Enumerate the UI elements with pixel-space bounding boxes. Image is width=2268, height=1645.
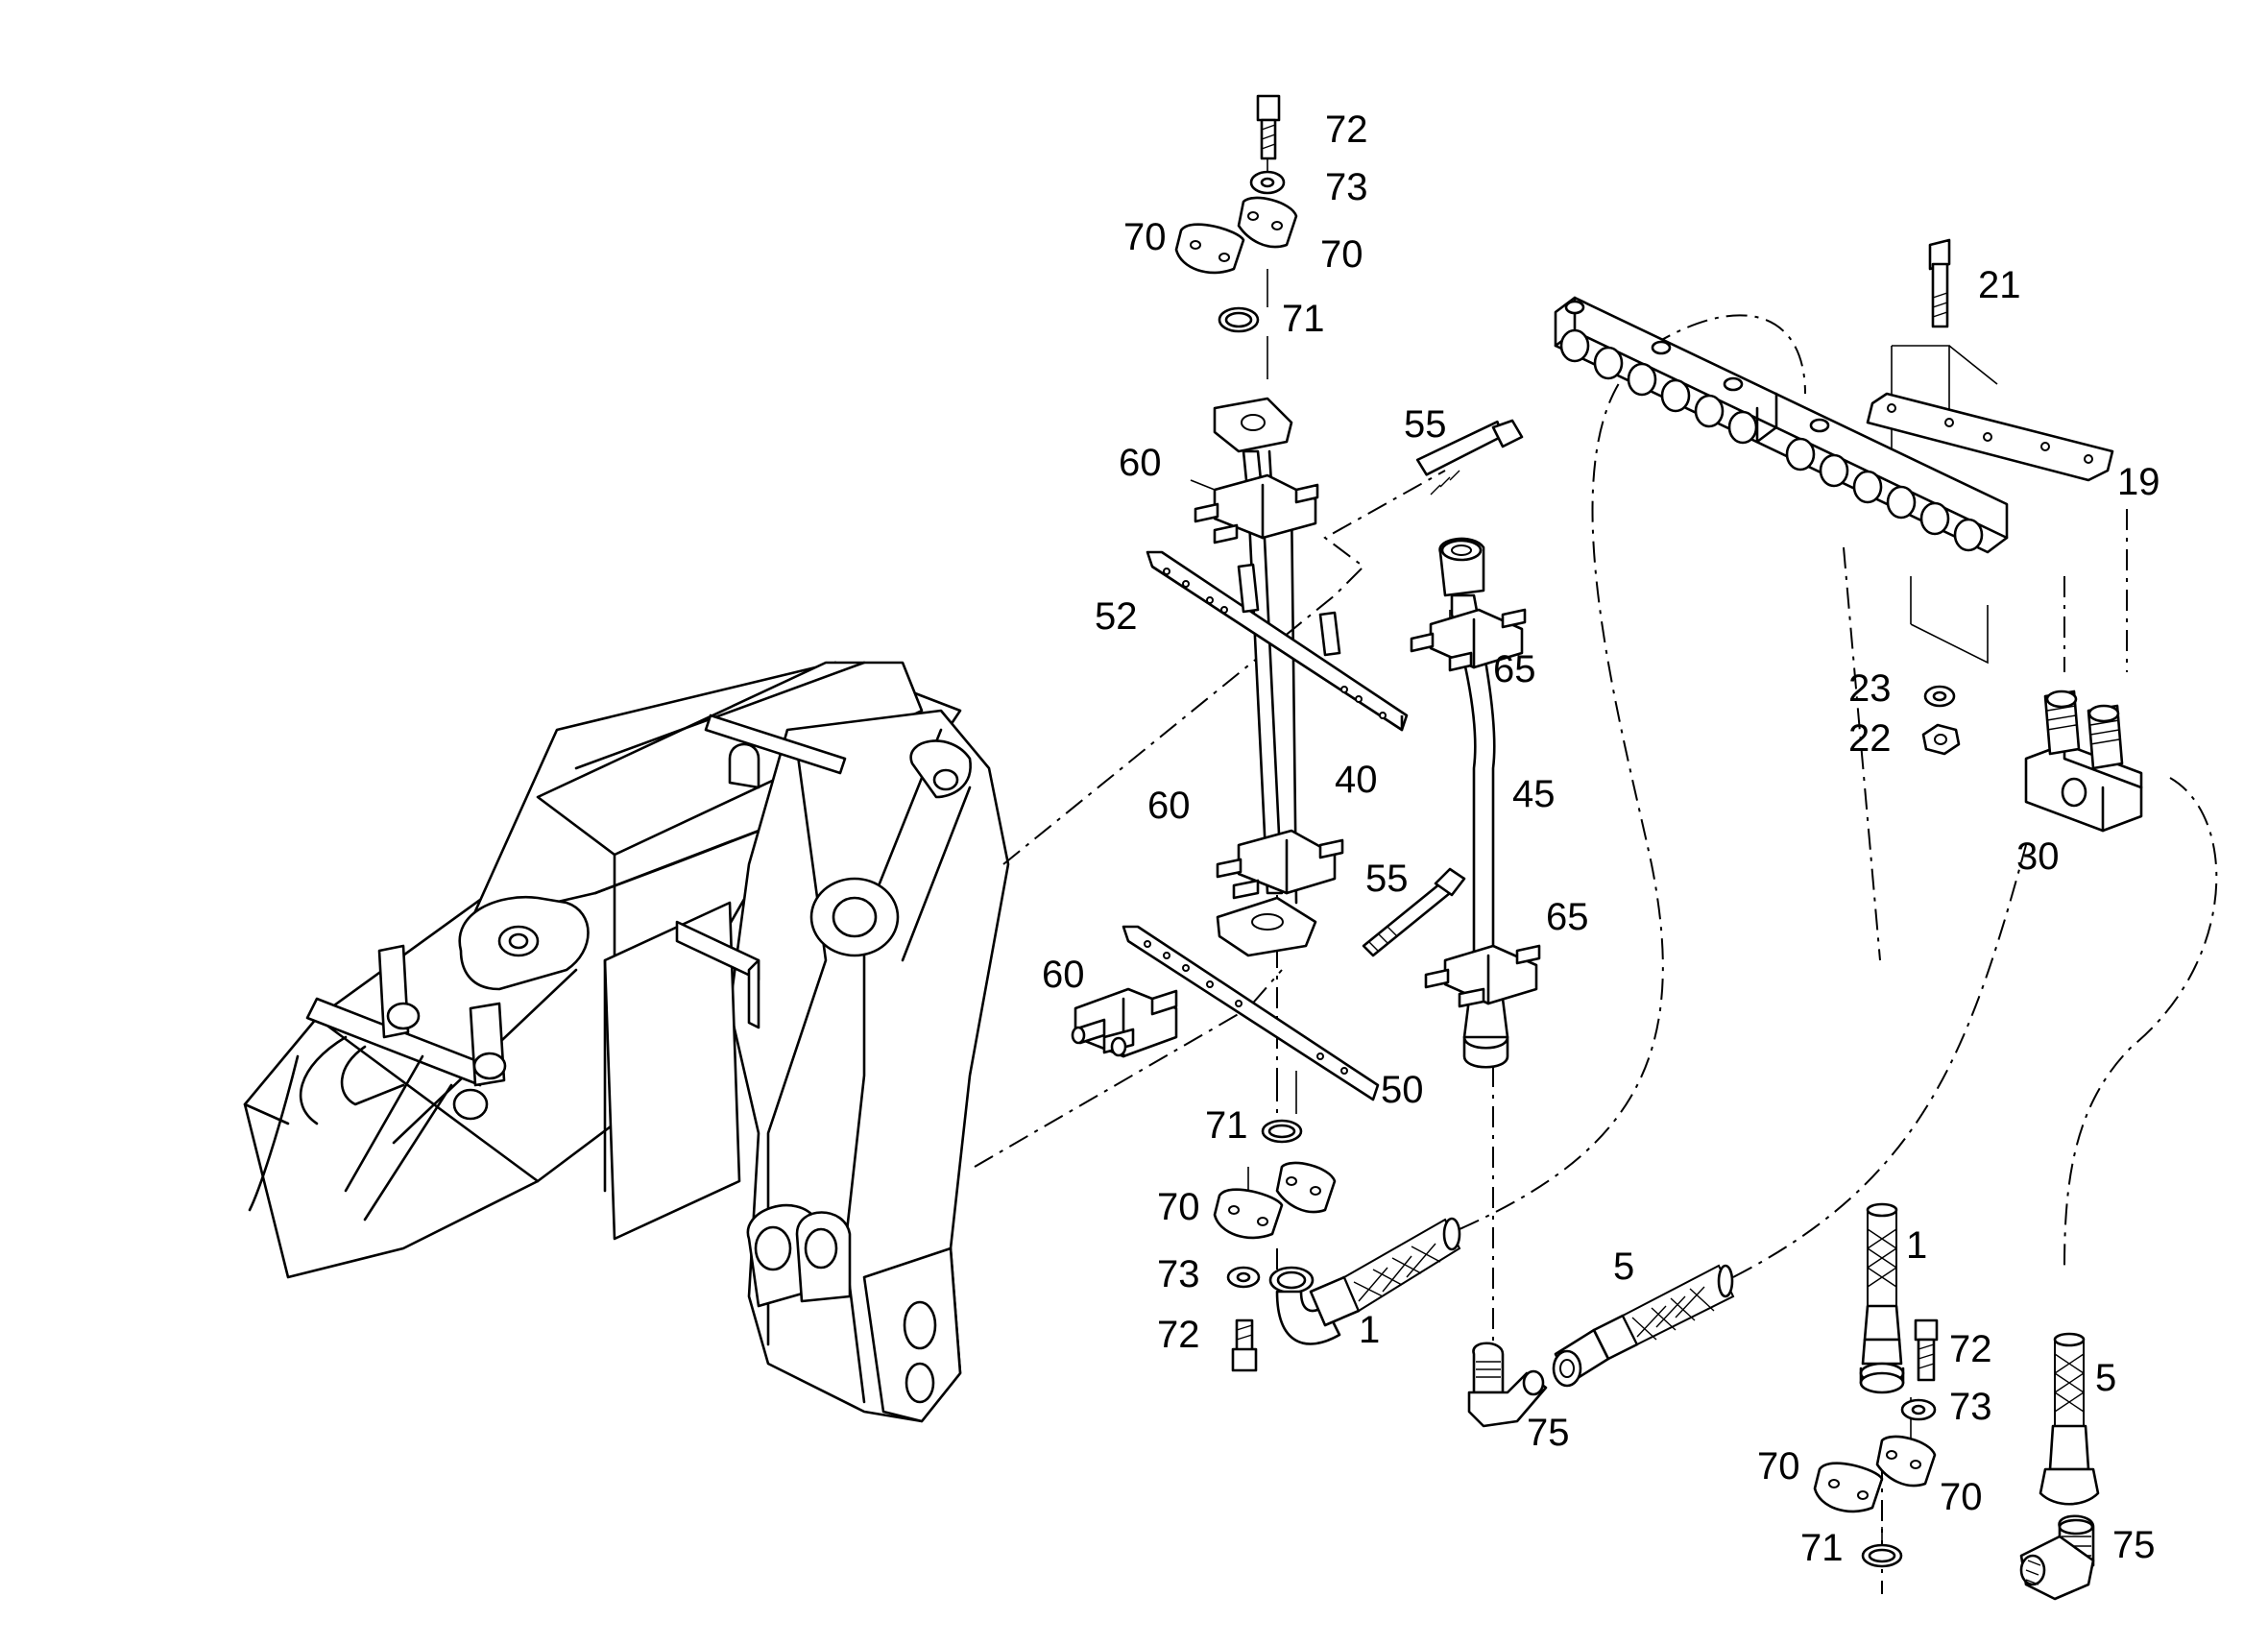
o-ring-71-middle (1261, 1119, 1303, 1144)
callout-labels: 72 73 70 70 71 55 60 52 40 60 55 60 50 7… (1042, 109, 2160, 1569)
o-ring-71-right (1861, 1543, 1903, 1568)
callout-55-upper: 55 (1404, 403, 1447, 446)
callout-73-top: 73 (1325, 166, 1368, 208)
washer-73-top (1249, 170, 1286, 195)
callout-5-middle: 5 (1613, 1246, 1634, 1288)
bolt-72-middle (1231, 1318, 1258, 1372)
callout-75-right: 75 (2112, 1524, 2156, 1566)
callout-45: 45 (1512, 773, 1556, 815)
callout-40: 40 (1335, 759, 1378, 801)
bolt-21 (1928, 238, 1951, 328)
callout-5-right: 5 (2095, 1357, 2116, 1399)
callout-60-middle: 60 (1147, 785, 1191, 827)
bolt-72-right (1914, 1318, 1939, 1382)
hose-5-right (2039, 1332, 2100, 1506)
callout-73-middle: 73 (1157, 1253, 1200, 1295)
tube-45-assembly (1438, 537, 1509, 1069)
clamp-65-upper (1410, 608, 1527, 672)
elbow-fitting-75-left (1467, 1342, 1548, 1428)
callout-70-top-right: 70 (1320, 233, 1363, 276)
callout-1-right: 1 (1906, 1224, 1927, 1267)
clamp-60-middle (1216, 829, 1344, 900)
clamp-60-loose (1071, 987, 1178, 1058)
bolt-72-top (1256, 94, 1281, 160)
callout-72-top: 72 (1325, 109, 1368, 151)
clamp-halves-70-middle (1213, 1161, 1337, 1240)
clamp-halves-70-top (1174, 196, 1298, 275)
hose-5-middle (1552, 1264, 1735, 1388)
clamp-60-upper (1194, 473, 1319, 544)
callout-50: 50 (1381, 1069, 1424, 1111)
clamp-bar-50 (1122, 925, 1380, 1101)
elbow-fitting-75-right (2019, 1514, 2095, 1601)
callout-65-lower: 65 (1546, 896, 1589, 938)
callout-21: 21 (1978, 264, 2021, 306)
callout-71-top: 71 (1282, 298, 1325, 340)
callout-70-right-right: 70 (1940, 1476, 1983, 1518)
hose-1-left (1268, 1217, 1461, 1345)
callout-71-right: 71 (1800, 1527, 1844, 1569)
callout-55-lower: 55 (1365, 858, 1409, 900)
plate-19 (1866, 392, 2114, 482)
washer-73-middle (1226, 1266, 1261, 1289)
callout-75-left: 75 (1527, 1412, 1570, 1454)
callout-60-loose: 60 (1042, 954, 1085, 996)
washer-73-right (1900, 1398, 1937, 1421)
boom-arm-assembly (243, 661, 1010, 1423)
nut-22 (1921, 723, 1961, 756)
o-ring-71-top (1218, 306, 1260, 333)
callout-70-top-left: 70 (1123, 216, 1167, 258)
callout-19: 19 (2117, 461, 2160, 503)
clamp-halves-70-right (1813, 1435, 1937, 1513)
callout-70-right-left: 70 (1757, 1445, 1800, 1488)
block-30 (2024, 689, 2143, 833)
callout-73-right: 73 (1949, 1386, 1992, 1428)
hose-1-right (1859, 1202, 1905, 1394)
clamp-65-lower (1424, 944, 1541, 1008)
callout-71-middle: 71 (1205, 1104, 1248, 1147)
callout-72-middle: 72 (1157, 1314, 1200, 1356)
callout-52: 52 (1095, 595, 1138, 638)
callout-70-middle: 70 (1157, 1186, 1200, 1228)
clamp-block-assembly (1554, 296, 2009, 554)
bolt-55-upper (1415, 419, 1524, 496)
bolt-55-lower (1362, 867, 1466, 957)
clamp-bar-52 (1146, 550, 1409, 732)
washer-23 (1923, 685, 1956, 708)
callout-65-upper: 65 (1493, 648, 1536, 690)
callout-22: 22 (1848, 717, 1892, 760)
callout-1-left: 1 (1359, 1309, 1380, 1351)
callout-23: 23 (1848, 667, 1892, 710)
callout-30: 30 (2016, 835, 2060, 878)
callout-72-right: 72 (1949, 1328, 1992, 1370)
callout-60-upper: 60 (1119, 442, 1162, 484)
